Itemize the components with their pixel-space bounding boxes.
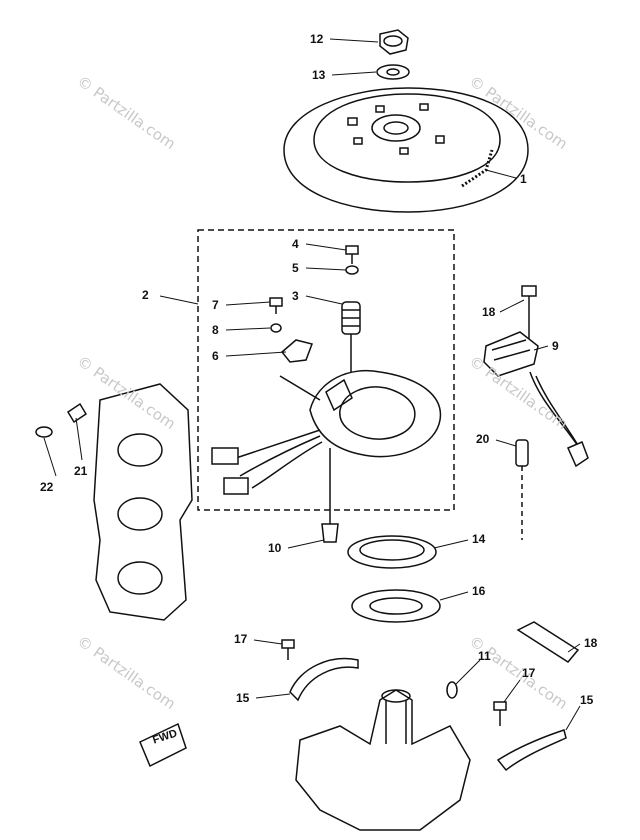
callout-10[interactable]: 10 — [268, 541, 282, 555]
callout-15-left[interactable]: 15 — [236, 691, 250, 705]
callout-9[interactable]: 9 — [552, 339, 559, 353]
bolt-17-left[interactable] — [281, 639, 295, 660]
oring-11[interactable] — [446, 681, 458, 699]
callout-5[interactable]: 5 — [292, 261, 299, 275]
callout-6[interactable]: 6 — [212, 349, 219, 363]
flywheel[interactable] — [283, 87, 529, 213]
ring-14[interactable] — [347, 535, 437, 569]
stator-wire-harness — [211, 429, 323, 495]
cdi-unit-9[interactable] — [483, 331, 589, 468]
callout-2[interactable]: 2 — [142, 288, 149, 302]
callout-22[interactable]: 22 — [40, 480, 54, 494]
callout-16[interactable]: 16 — [472, 584, 486, 598]
connector-20[interactable] — [515, 439, 529, 540]
clamp-6[interactable] — [280, 339, 313, 363]
callout-18-lower[interactable]: 18 — [584, 636, 598, 650]
ring-16[interactable] — [351, 589, 441, 623]
callout-12[interactable]: 12 — [310, 32, 324, 46]
bolt-17-right[interactable] — [493, 701, 507, 726]
engine-block-gasket — [93, 383, 193, 621]
screw-7[interactable] — [269, 297, 283, 314]
callout-1[interactable]: 1 — [520, 172, 527, 186]
flywheel-washer[interactable] — [376, 64, 410, 80]
callout-8[interactable]: 8 — [212, 323, 219, 337]
leader-lines — [43, 38, 581, 731]
callout-17-left[interactable]: 17 — [234, 632, 248, 646]
callout-4[interactable]: 4 — [292, 237, 299, 251]
bolt-10[interactable] — [321, 448, 339, 543]
fwd-arrow — [139, 722, 187, 768]
callout-3[interactable]: 3 — [292, 289, 299, 303]
bolt-18-upper[interactable] — [521, 285, 537, 340]
callout-15-right[interactable]: 15 — [580, 693, 594, 707]
crankcase-lower — [295, 689, 471, 831]
callout-20[interactable]: 20 — [476, 432, 490, 446]
callout-14[interactable]: 14 — [472, 532, 486, 546]
stator-assembly-box — [197, 229, 455, 511]
callout-18-upper[interactable]: 18 — [482, 305, 496, 319]
screw-22[interactable] — [35, 426, 53, 438]
plate-18-lower[interactable] — [516, 621, 580, 663]
clip-21[interactable] — [66, 402, 88, 424]
washer-8[interactable] — [270, 323, 282, 333]
flywheel-nut[interactable] — [379, 29, 409, 55]
bracket-15-left[interactable] — [289, 657, 359, 702]
callout-17-right[interactable]: 17 — [522, 666, 536, 680]
callout-21[interactable]: 21 — [74, 464, 88, 478]
bracket-15-right[interactable] — [496, 729, 567, 772]
callout-11[interactable]: 11 — [478, 649, 491, 663]
washer-5[interactable] — [345, 265, 359, 275]
callout-7[interactable]: 7 — [212, 298, 219, 312]
screw-4[interactable] — [345, 245, 359, 264]
callout-13[interactable]: 13 — [312, 68, 326, 82]
stator-plate[interactable] — [279, 370, 442, 458]
